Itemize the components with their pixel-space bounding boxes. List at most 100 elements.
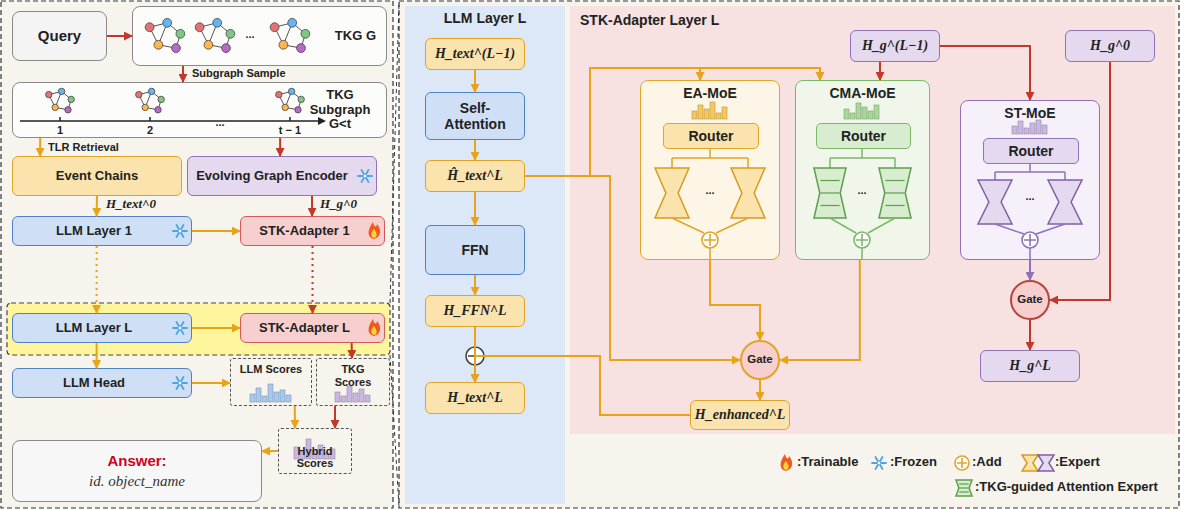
- connector-arrow: [710, 260, 760, 340]
- timeline-line: [149, 117, 151, 121]
- event-chains-box: Event Chains: [12, 156, 182, 196]
- graph-icon-line: [152, 91, 162, 99]
- frozen-icon: [173, 322, 187, 334]
- frozen-icon-line: [177, 377, 184, 389]
- score-bars-rect: [274, 392, 279, 402]
- add-symbol: [854, 232, 870, 248]
- graph-icon-line: [200, 27, 209, 45]
- score-bars-rect: [704, 109, 709, 119]
- graph-icon-circle: [213, 18, 222, 27]
- node-text: LLM Layer 1: [56, 224, 132, 239]
- trainable-icon: [781, 454, 793, 471]
- graph-icon-line: [158, 45, 176, 48]
- trainable-icon-path: [369, 222, 381, 239]
- connector-arrow: [1029, 320, 1031, 350]
- attention-expert-symbol-line: [959, 491, 969, 492]
- adapter-box: STK-Adapter 1: [240, 216, 385, 246]
- trainable-icon-path: [369, 319, 381, 336]
- connector-arrow: [1050, 62, 1110, 300]
- graph-icon-line: [150, 27, 159, 45]
- score-bars-rect: [256, 388, 261, 402]
- plain-label: ...: [215, 116, 224, 129]
- gate-circle: Gate: [1010, 280, 1050, 320]
- score-bars-rect: [1012, 126, 1017, 134]
- graph-icon-line: [200, 23, 218, 27]
- add-symbol-path: [1024, 234, 1036, 246]
- score-bars-rect: [1042, 125, 1047, 134]
- graph-state: H_g^L: [980, 350, 1080, 382]
- graph-icon-circle: [136, 91, 142, 97]
- plain-label: ...: [705, 184, 714, 197]
- frozen-icon-line: [358, 175, 372, 177]
- graph-icon-line: [285, 91, 291, 107]
- graph-icon-circle: [226, 29, 235, 38]
- graph-icon-line: [285, 107, 298, 109]
- plain-label: 2: [147, 124, 153, 137]
- connector-arrow: [39, 138, 41, 156]
- router-box: Router: [983, 138, 1079, 164]
- connector-arrow: [525, 68, 700, 176]
- score-bars-rect: [844, 109, 849, 119]
- legend-text: :Trainable: [797, 455, 858, 470]
- connector-arrow: [474, 275, 476, 295]
- hidden-state: H_text^L: [425, 382, 525, 414]
- graph-icon-line: [208, 23, 217, 45]
- connector-arrow: [311, 196, 313, 216]
- node-text: Query: [38, 27, 81, 44]
- expert-symbol-path: [1022, 455, 1038, 471]
- graph-icon-circle: [158, 96, 164, 102]
- graph-icon-circle: [295, 107, 301, 113]
- score-bars: [294, 439, 335, 459]
- connector-arrow: [940, 46, 1030, 100]
- attention-expert-symbol: [956, 480, 972, 496]
- score-bars: [844, 103, 879, 119]
- frozen-icon: [173, 377, 187, 389]
- node-text: H_text^(L−1): [435, 46, 515, 62]
- expert-symbol-path: [731, 168, 765, 218]
- graph-icon-line: [139, 95, 145, 108]
- internal-wire: [995, 163, 1065, 180]
- node-text: Evolving Graph Encoder: [196, 169, 348, 184]
- connector-arrow: [192, 230, 240, 232]
- add-symbol-circle: [702, 232, 718, 248]
- graph-icon-line: [217, 23, 230, 34]
- score-bars-rect: [280, 390, 285, 402]
- graph-icon-line: [139, 91, 152, 94]
- attention-expert-symbol-line: [885, 180, 904, 181]
- internal-wire-path: [995, 163, 1065, 180]
- router-box: Router: [663, 123, 759, 149]
- attention-box: Self-Attention: [425, 92, 525, 140]
- query-box: Query: [12, 11, 107, 61]
- answer-box: Answer:id. object_name: [12, 440, 262, 502]
- connector-arrow: [525, 176, 740, 360]
- graph-icon-circle: [68, 96, 74, 102]
- frozen-icon-line: [173, 230, 187, 232]
- score-bars-rect: [262, 396, 267, 402]
- expert-symbol-path: [978, 180, 1012, 224]
- frozen-icon-circle: [178, 381, 182, 385]
- graph-state: H_g^0: [1065, 30, 1155, 62]
- frozen-icon-line: [177, 322, 184, 334]
- graph-icon-line: [167, 23, 180, 34]
- graph-icon-line: [275, 27, 284, 45]
- graph-icon-line: [158, 23, 167, 45]
- legend-text: :Add: [972, 455, 1002, 470]
- graph-icon-circle: [297, 44, 306, 53]
- node-text: LLM Head: [63, 376, 125, 391]
- hidden-state: H_enhanced^L: [690, 400, 790, 430]
- score-bars-rect: [874, 105, 879, 119]
- add-symbol-path: [856, 234, 868, 246]
- graph-icon-line: [298, 99, 301, 109]
- expert-symbol-path: [1038, 455, 1054, 471]
- connector-arrow: [192, 327, 240, 329]
- timeline-path: [318, 117, 326, 125]
- layer-band: LLM Layer LH_text^(L−1)Self-AttentionĤ_t…: [405, 6, 565, 504]
- plain-label: t − 1: [279, 124, 301, 137]
- graph-icon-circle: [279, 40, 288, 49]
- score-bars-rect: [286, 395, 291, 402]
- graph-state: H_g^(L−1): [850, 30, 940, 62]
- frozen-icon-circle: [877, 461, 881, 465]
- node-text: LLM Layer L: [56, 321, 133, 336]
